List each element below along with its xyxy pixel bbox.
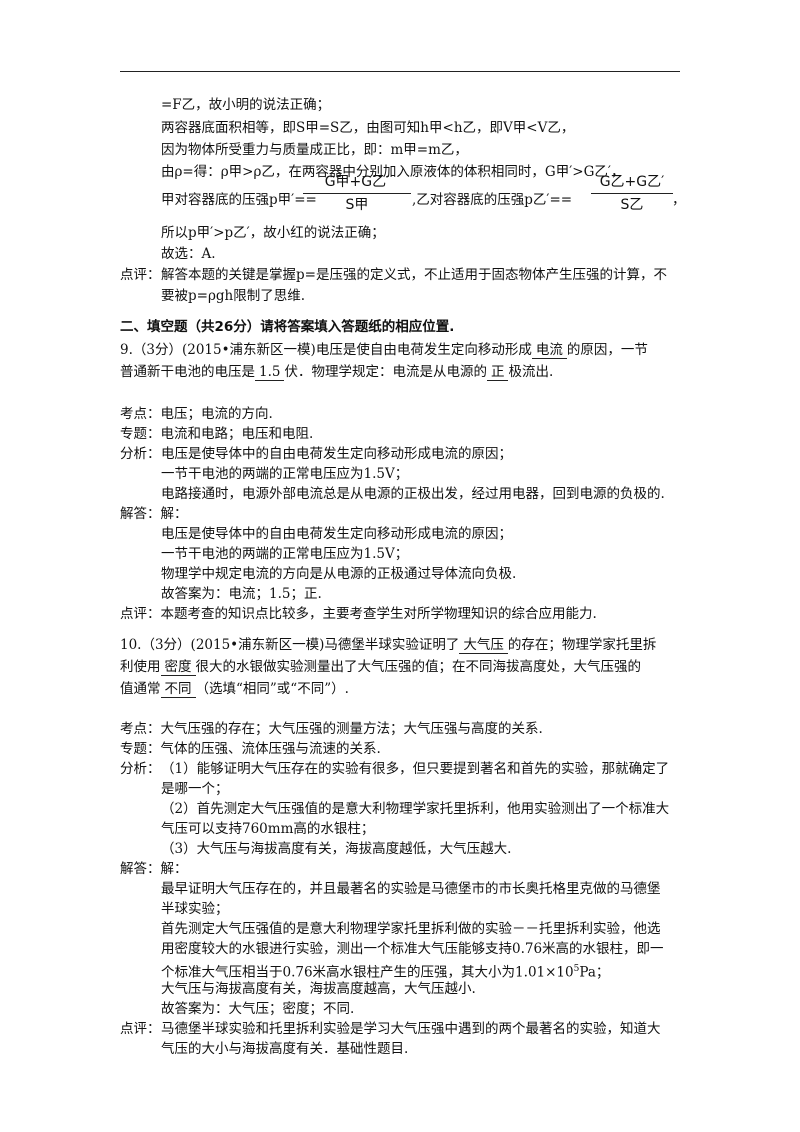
solution-line: 故选：A. [161,246,216,262]
kaodian: 考点：电压；电流的方向. [120,406,273,422]
solution-line: ,乙对容器底的压强p乙′== [412,192,573,208]
answer-line: 一节干电池的两端的正常电压应为1.5V； [161,546,409,562]
answer-line: 最早证明大气压存在的，并且最著名的实验是马德堡市的市长奥托格里克做的马德堡 [161,881,661,897]
question-9-line: 9.（3分）(2015•浦东新区一模)电压是使自由电荷发生定向移动形成电流的原因… [120,342,648,359]
answer-line: 用密度较大的水银进行实验，测出一个标准大气压能够支持0.76米高的水银柱，即一 [161,941,664,957]
solution-line: 因为物体所受重力与质量成正比，即：m甲=m乙， [161,142,468,158]
question-10-line: 10.（3分）(2015•浦东新区一模)马德堡半球实验证明了大气压的存在；物理学… [120,637,657,654]
zhuanti: 专题：电流和电路；电压和电阻. [120,426,314,442]
answer-line: 大气压与海拔高度有关，海拔高度越高，大气压越小. [161,981,476,997]
analysis-line: （2）首先测定大气压强值的是意大利物理学家托里拆利，他用实验测出了一个标准大 [161,801,670,817]
answer-blank: 电流 [531,342,567,359]
fraction-numerator: G甲+G乙′ [324,174,390,190]
analysis-label: 分析： [120,761,161,777]
comment-label: 点评： [120,1021,161,1037]
solution-line: 两容器底面积相等，即S甲=S乙，由图可知h甲<h乙，即V甲<V乙， [161,120,575,136]
comment-line: 气压的大小与海拔高度有关．基础性题目. [161,1041,409,1057]
solution-line: 甲对容器底的压强p甲′== [161,192,317,208]
solution-line: 所以p甲′>p乙′，故小红的说法正确； [161,225,385,241]
analysis-line: 是哪一个； [161,781,229,797]
question-10-line: 值通常不同（选填“相同”或“不同”）. [120,681,349,698]
analysis-line: 电压是使导体中的自由电荷发生定向移动形成电流的原因； [161,446,512,462]
answer-blank: 不同 [160,681,196,698]
comment: 点评：本题考查的知识点比较多，主要考查学生对所学物理知识的综合应用能力. [120,606,597,622]
answer-label: 解答：解： [120,506,188,522]
analysis-line: 电路接通时，电源外部电流总是从电源的正极出发，经过用电器，回到电源的负极的. [161,486,665,502]
analysis-line: （1）能够证明大气压存在的实验有很多，但只要提到著名和首先的实验，那就确定了 [161,761,670,777]
comment-line: 要被p=ρgh限制了思维. [161,288,306,304]
answer-line: 个标准大气压相当于0.76米高水银柱产生的压强，其大小为1.01×105Pa； [161,964,610,981]
section-title: 二、填空题（共26分）请将答案填入答题纸的相应位置. [120,319,455,335]
question-10-line: 利使用密度很大的水银做实验测量出了大气压强的值；在不同海拔高度处，大气压强的 [120,659,641,676]
solution-line: ， [672,192,686,208]
answer-line: 半球实验； [161,901,229,917]
solution-line: 由ρ=得：ρ甲>ρ乙，在两容器中分别加入原液体的体积相同时，G甲′>G乙′， [161,164,625,180]
pressure-fraction-jia: G甲+G乙′ S甲 [303,173,411,214]
comment-line: 解答本题的关键是掌握p=是压强的定义式，不止适用于固态物体产生压强的计算，不 [161,267,667,283]
pressure-fraction-yi: G乙+G乙′ S乙 [591,173,673,214]
fraction-numerator: G乙+G乙′ [599,174,665,190]
answer-line: 电压是使导体中的自由电荷发生定向移动形成电流的原因； [161,526,512,542]
analysis-label: 分析： [120,446,161,462]
analysis-line: （3）大气压与海拔高度有关，海拔高度越低，大气压越大. [161,841,512,857]
answer-line: 故答案为：电流；1.5；正. [161,586,322,602]
comment-label: 点评： [120,267,161,283]
kaodian: 考点：大气压强的存在；大气压强的测量方法；大气压强与高度的关系. [120,721,543,737]
answer-blank: 大气压 [459,637,508,654]
solution-line: =F乙，故小明的说法正确； [161,97,331,113]
answer-line: 故答案为：大气压；密度；不同. [161,1001,355,1017]
answer-line: 物理学中规定电流的方向是从电源的正极通过导体流向负极. [161,566,517,582]
header-rule [120,71,680,72]
analysis-line: 一节干电池的两端的正常电压应为1.5V； [161,466,409,482]
comment-line: 马德堡半球实验和托里拆利实验是学习大气压强中遇到的两个最著名的实验，知道大 [161,1021,661,1037]
answer-label: 解答：解： [120,861,188,877]
answer-blank: 密度 [160,659,196,676]
zhuanti: 专题：气体的压强、流体压强与流速的关系. [120,741,381,757]
answer-line: 首先测定大气压强值的是意大利物理学家托里拆利做的实验－－托里拆利实验，他选 [161,921,661,937]
fraction-denominator: S甲 [345,197,369,213]
answer-blank: 正 [486,364,509,381]
fraction-denominator: S乙 [620,197,644,213]
analysis-line: 气压可以支持760mm高的水银柱； [161,821,375,837]
answer-blank: 1.5 [255,364,285,381]
